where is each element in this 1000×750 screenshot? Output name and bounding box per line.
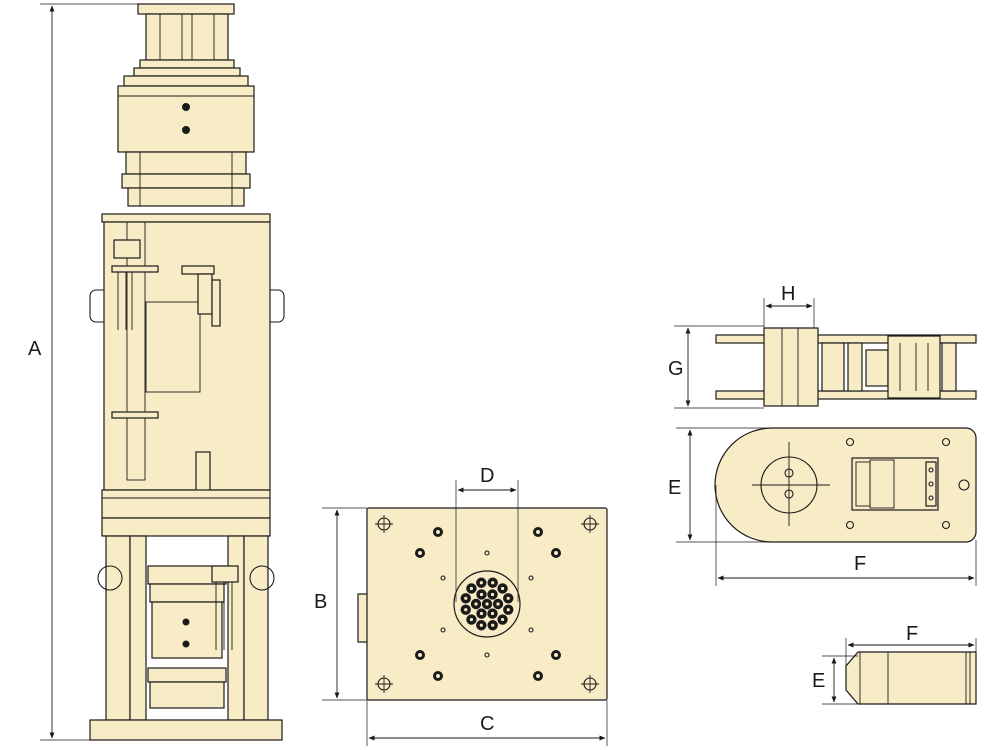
dimension-label-h: H bbox=[781, 283, 795, 305]
dimension-a: A bbox=[28, 3, 138, 741]
dimension-label-f: F bbox=[854, 553, 866, 575]
small-hole bbox=[484, 652, 490, 658]
small-hole bbox=[440, 575, 446, 581]
small-hole bbox=[528, 627, 534, 633]
dimension-h: H bbox=[763, 283, 815, 328]
dimension-label-g: G bbox=[668, 358, 684, 380]
bolt-hole bbox=[182, 126, 190, 134]
dimension-label-c: C bbox=[480, 713, 494, 735]
dimension-label-e: E bbox=[668, 477, 681, 499]
dimension-f-small: F bbox=[845, 623, 977, 666]
dimension-e-small: E bbox=[812, 655, 858, 705]
top-view bbox=[714, 427, 977, 543]
bolt-hole bbox=[182, 640, 190, 648]
dimension-label-b: B bbox=[314, 591, 327, 613]
front-elevation-view bbox=[89, 3, 285, 741]
dimension-label-e-small: E bbox=[812, 670, 825, 692]
small-part-view bbox=[845, 651, 977, 705]
small-hole bbox=[440, 627, 446, 633]
dimension-label-a: A bbox=[28, 338, 42, 360]
dimension-d: D bbox=[457, 465, 517, 493]
bolt-hole bbox=[182, 618, 190, 626]
base-plate-top-view bbox=[357, 480, 608, 701]
dimension-label-f-small: F bbox=[906, 623, 918, 645]
dimension-c: C bbox=[366, 700, 608, 746]
bolt-hole bbox=[182, 103, 190, 111]
dimension-b: B bbox=[314, 507, 367, 701]
small-hole bbox=[528, 575, 534, 581]
dimension-f: F bbox=[715, 485, 977, 586]
side-view bbox=[715, 327, 977, 407]
dimension-label-d: D bbox=[480, 465, 494, 487]
dimension-e: E bbox=[668, 427, 772, 543]
small-hole bbox=[484, 550, 490, 556]
dimension-g: G bbox=[668, 325, 764, 409]
